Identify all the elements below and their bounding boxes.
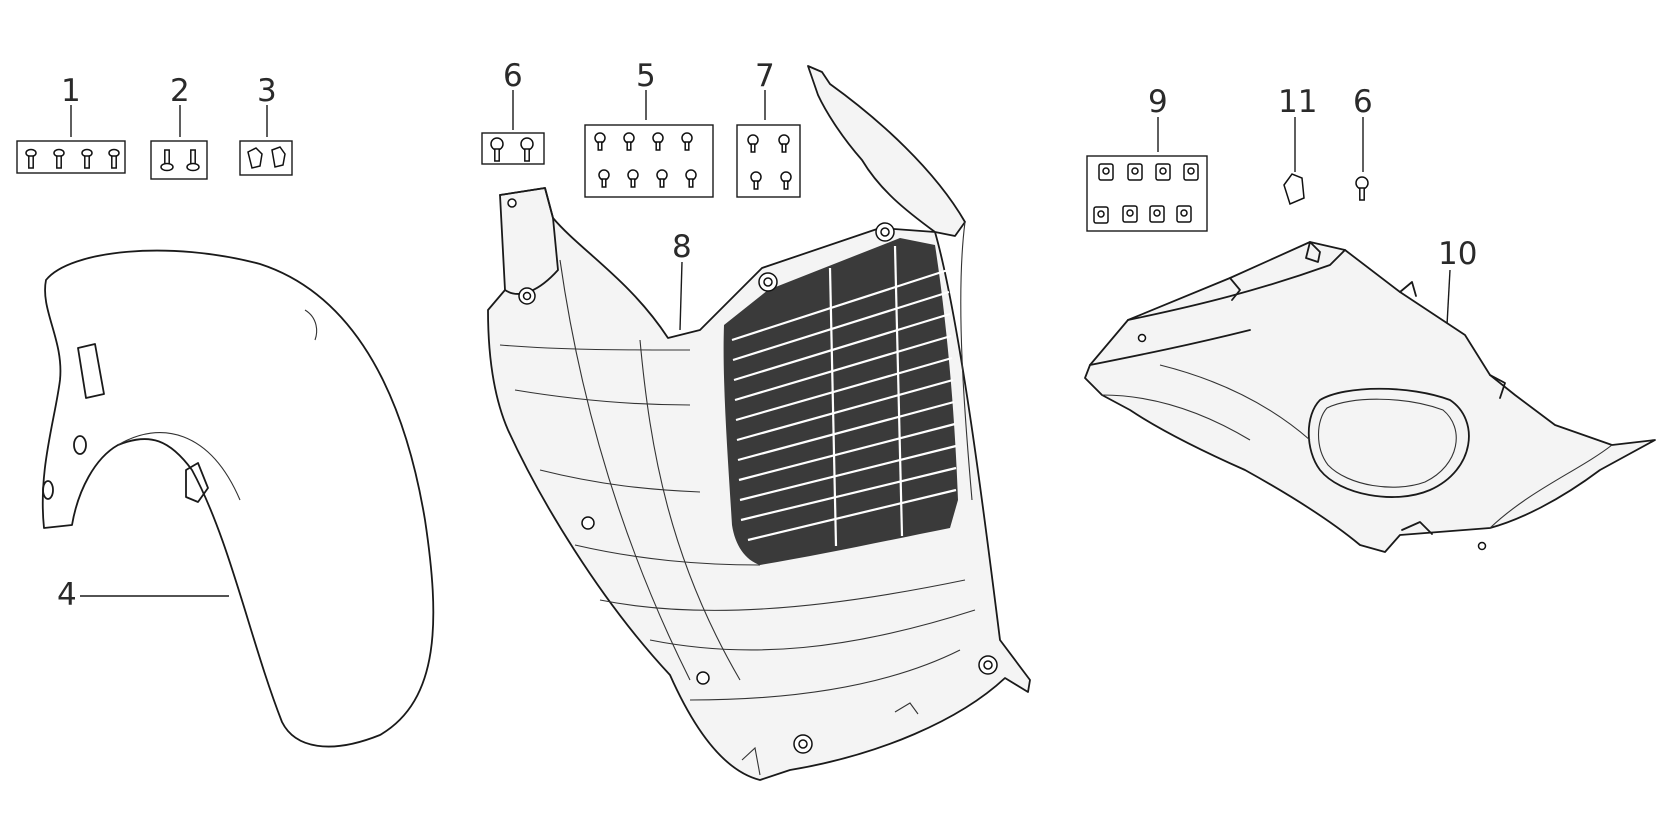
callout-6a-group: 6 xyxy=(481,58,545,165)
screw-icon-set-6a xyxy=(490,137,534,162)
callout-9-group: 9 xyxy=(1086,84,1208,232)
grille-slats xyxy=(731,245,957,547)
callout-1-label: 1 xyxy=(61,73,81,109)
callout-7-box xyxy=(736,124,801,198)
callout-2-box xyxy=(150,140,208,180)
callout-11-label: 11 xyxy=(1278,84,1317,120)
callout-5-label: 5 xyxy=(636,58,656,94)
callout-1-box xyxy=(16,140,126,174)
callout-3-group: 3 xyxy=(239,73,293,176)
screw-icon-set-7 xyxy=(747,134,792,190)
callout-4-group: 4 xyxy=(41,249,435,748)
callout-10-leader xyxy=(1446,269,1451,326)
bolt-icon-set-2 xyxy=(160,149,200,172)
front-fender-drawing xyxy=(41,249,435,748)
callout-6a-box xyxy=(481,132,545,165)
callout-10-group: 10 xyxy=(1084,236,1656,553)
callout-5-box xyxy=(584,124,714,198)
callout-6b-group: 6 xyxy=(1353,84,1373,201)
clip-icon-11 xyxy=(1283,173,1305,206)
callout-2-group: 2 xyxy=(150,73,208,180)
clip-icon-set-3 xyxy=(247,146,286,169)
radiator-grille xyxy=(723,238,958,565)
callout-7-label: 7 xyxy=(755,58,775,94)
screw-icon-6b xyxy=(1355,176,1369,201)
callout-9-label: 9 xyxy=(1148,84,1168,120)
callout-8-label: 8 xyxy=(672,229,692,265)
speed-nut-icon-set-9 xyxy=(1093,163,1199,224)
callout-4-label: 4 xyxy=(57,577,77,613)
callout-10-label: 10 xyxy=(1438,236,1477,272)
callout-7-group: 7 xyxy=(736,58,801,198)
callout-9-box xyxy=(1086,155,1208,232)
callout-6b-label: 6 xyxy=(1353,84,1373,120)
callout-1-group: 1 xyxy=(16,73,126,174)
callout-5-group: 5 xyxy=(584,58,714,198)
screw-icon-set-5 xyxy=(594,132,697,188)
tray-opening xyxy=(1307,387,1470,498)
floor-tray-drawing xyxy=(1084,241,1656,553)
front-inner-panel-drawing xyxy=(487,65,1031,781)
callout-11-group: 11 xyxy=(1278,84,1317,206)
screw-icon-set-1 xyxy=(25,148,120,169)
callout-2-label: 2 xyxy=(170,73,190,109)
callout-3-label: 3 xyxy=(257,73,277,109)
callout-8-group: 8 xyxy=(487,65,1031,781)
callout-8-leader xyxy=(679,261,683,331)
callout-6a-label: 6 xyxy=(503,58,523,94)
callout-3-box xyxy=(239,140,293,176)
